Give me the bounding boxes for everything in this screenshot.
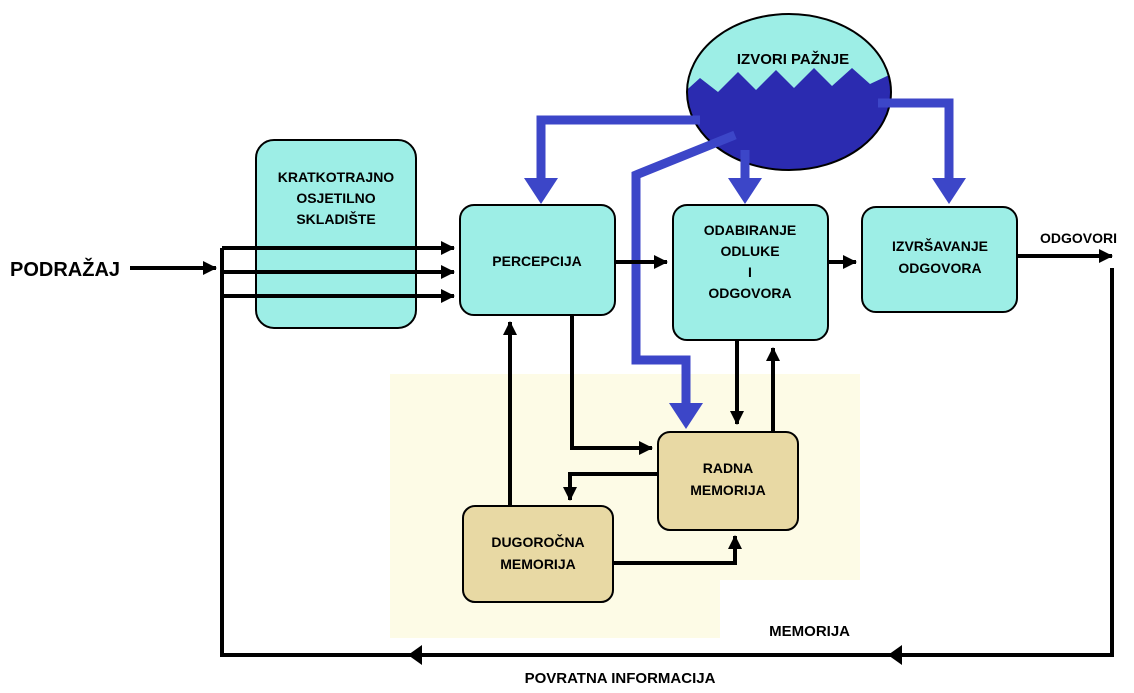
perception-label: PERCEPCIJA bbox=[492, 253, 581, 269]
sensory-store-box bbox=[255, 139, 417, 329]
sensory-store-line1: KRATKOTRAJNO bbox=[278, 169, 395, 185]
decision-line1: ODABIRANJE bbox=[704, 222, 797, 238]
long-term-memory-box bbox=[462, 505, 614, 603]
working-memory-box bbox=[657, 431, 799, 531]
attention-label: IZVORI PAŽNJE bbox=[737, 50, 849, 68]
attention-arrows bbox=[536, 98, 954, 405]
working-memory-line2: MEMORIJA bbox=[690, 482, 765, 498]
decision-line3: I bbox=[748, 264, 752, 280]
long-term-memory-line1: DUGOROČNA bbox=[491, 533, 584, 550]
attention-arrowheads bbox=[524, 178, 966, 429]
attention-source: IZVORI PAŽNJE bbox=[686, 13, 892, 171]
sensory-store-line3: SKLADIŠTE bbox=[296, 210, 375, 227]
decision-line2: ODLUKE bbox=[720, 243, 779, 259]
working-memory-line1: RADNA bbox=[703, 460, 754, 476]
decision-line4: ODGOVORA bbox=[708, 285, 791, 301]
stimulus-label: PODRAŽAJ bbox=[10, 257, 120, 281]
sensory-store-line2: OSJETILNO bbox=[296, 190, 375, 206]
responses-label: ODGOVORI bbox=[1040, 230, 1117, 246]
memory-label-backdrop bbox=[720, 580, 860, 640]
execution-box bbox=[861, 206, 1018, 313]
feedback-label: POVRATNA INFORMACIJA bbox=[525, 670, 716, 687]
feedback-arrowheads bbox=[408, 645, 902, 665]
decision-box bbox=[672, 204, 829, 341]
flow-arrows bbox=[130, 241, 1114, 657]
memory-region-label: MEMORIJA bbox=[769, 623, 850, 640]
execution-line1: IZVRŠAVANJE bbox=[892, 237, 988, 254]
perception-box bbox=[459, 204, 616, 316]
execution-line2: ODGOVORA bbox=[898, 260, 981, 276]
long-term-memory-line2: MEMORIJA bbox=[500, 556, 575, 572]
